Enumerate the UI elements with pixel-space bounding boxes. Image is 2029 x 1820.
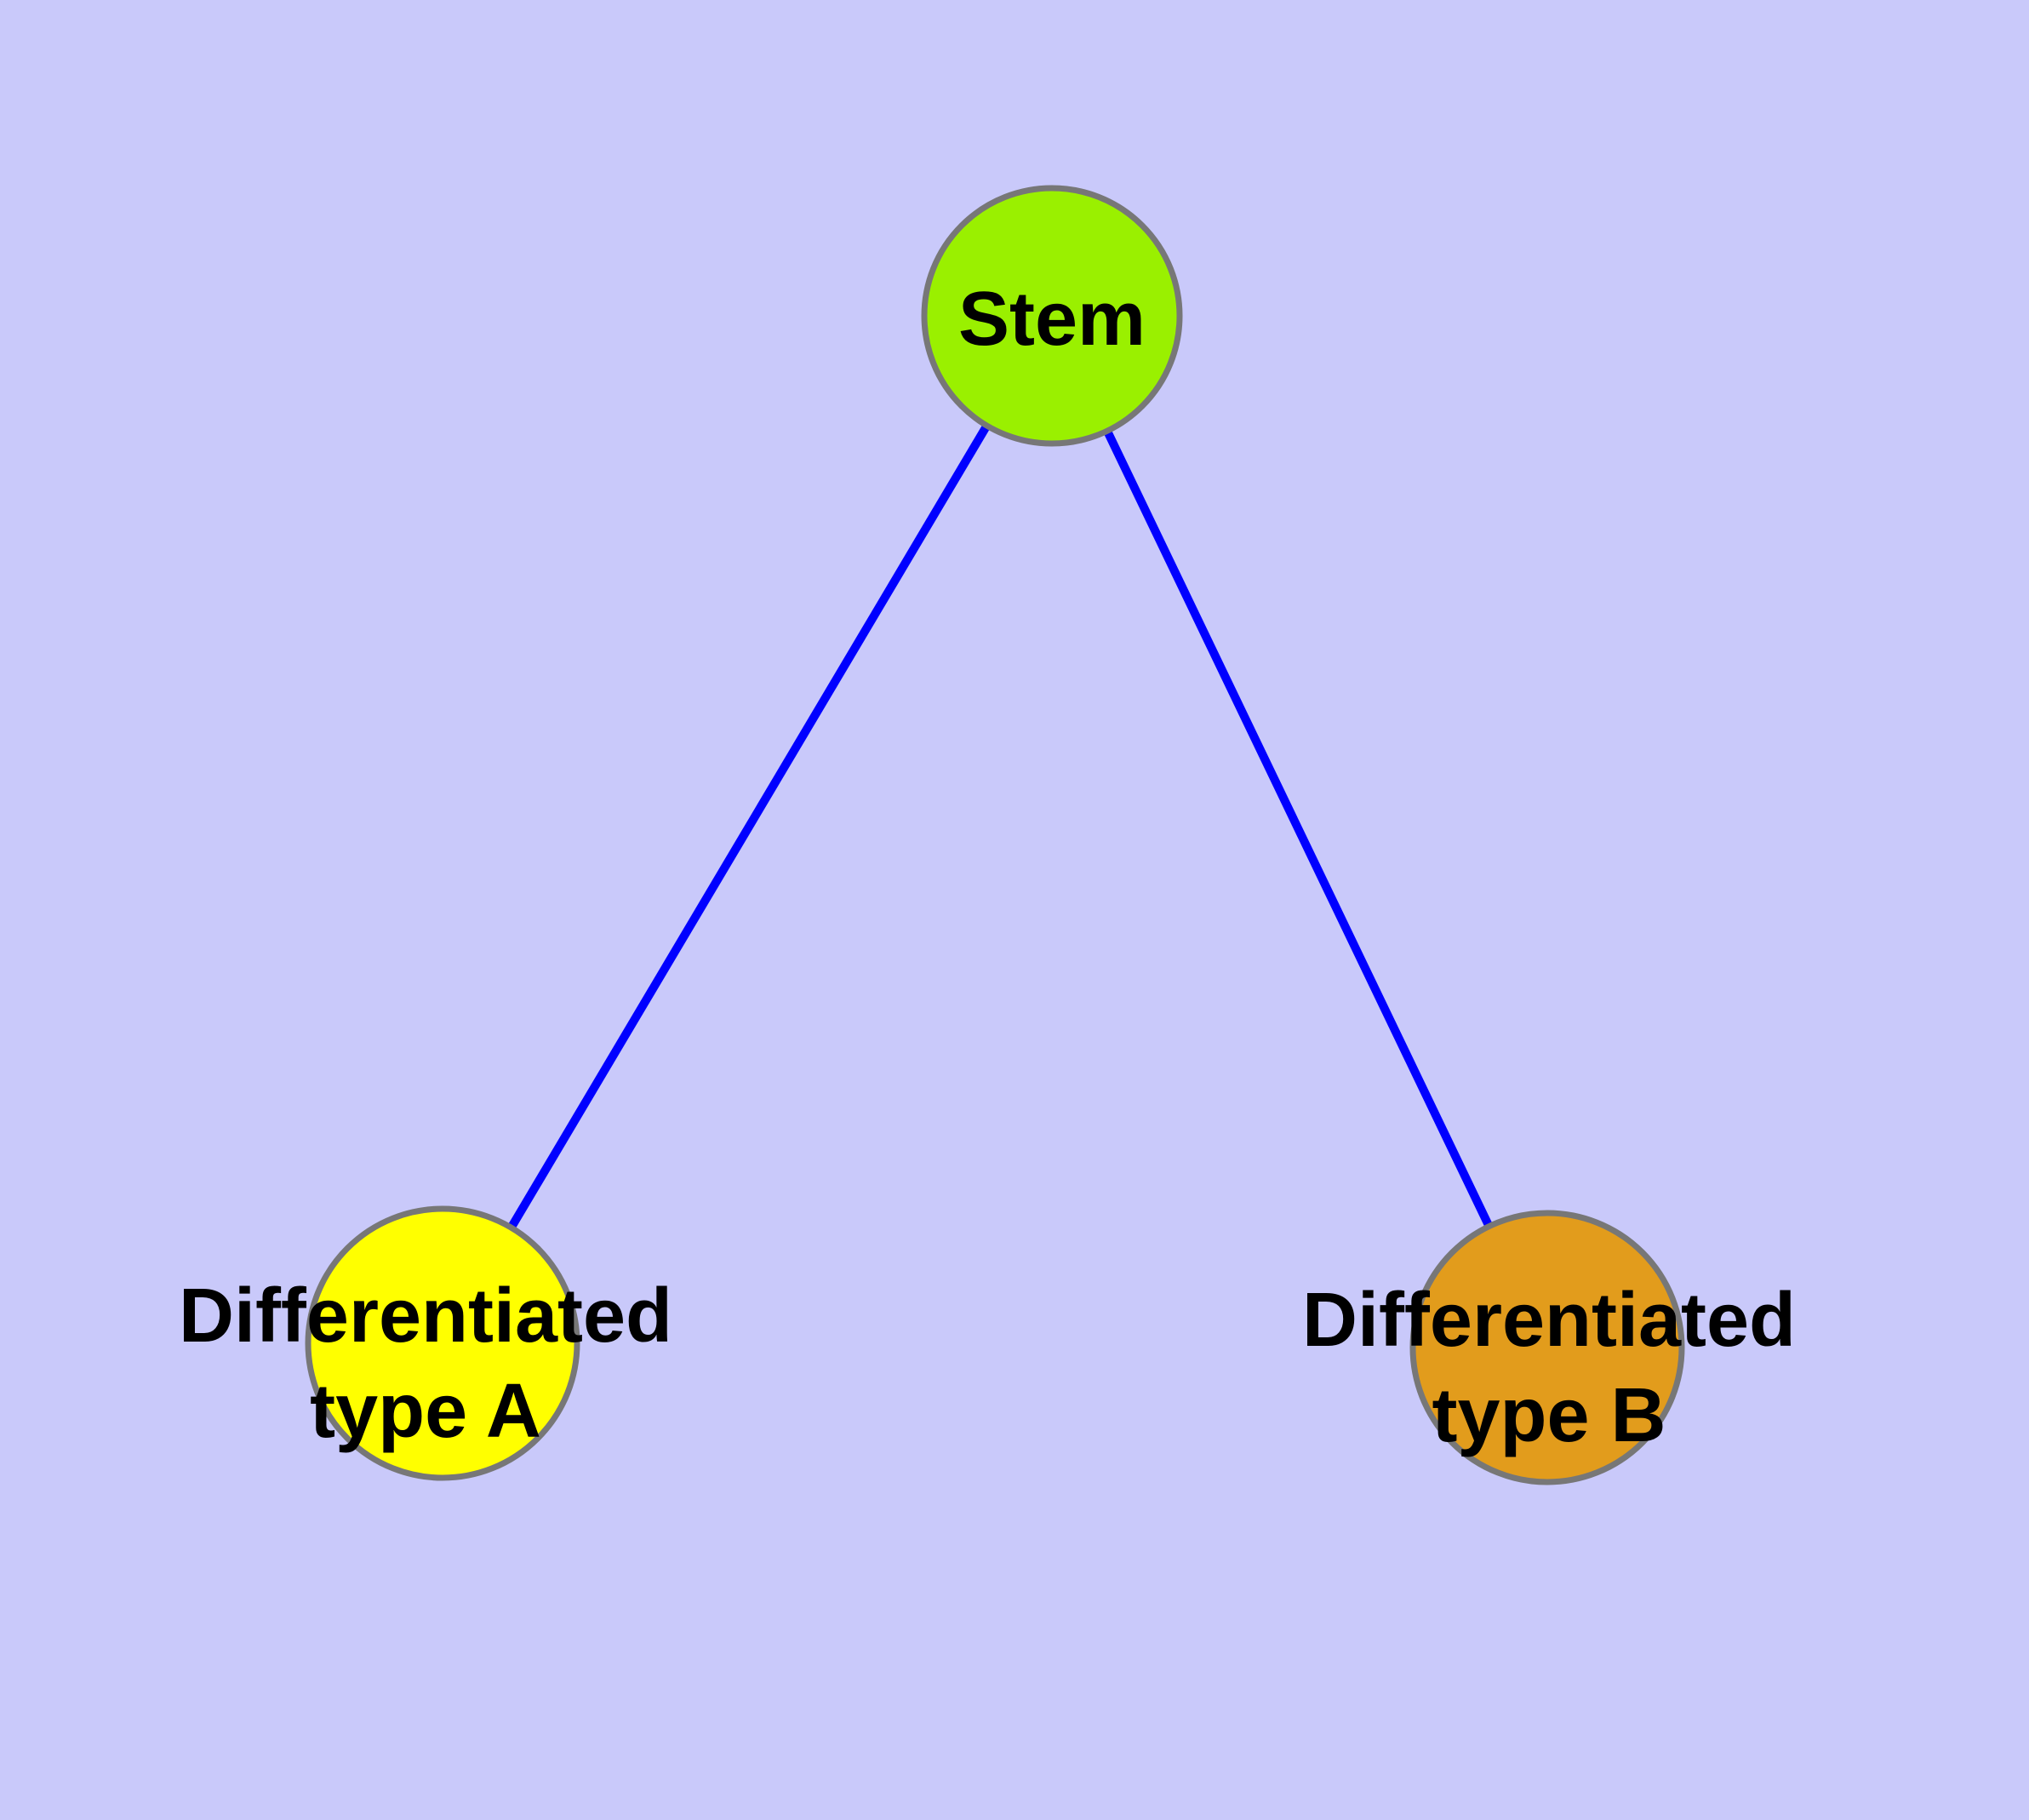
node-type-a-label-line1: Differentiated — [179, 1273, 672, 1359]
edge-stem-to-type-a — [438, 313, 1056, 1346]
node-type-a — [305, 1205, 580, 1481]
node-stem — [921, 185, 1183, 447]
edge-stem-to-type-b — [1048, 313, 1552, 1350]
node-type-a-label-line2: type A — [310, 1369, 541, 1454]
node-type-b-label-line2: type B — [1432, 1373, 1666, 1458]
node-stem-label: Stem — [958, 277, 1146, 362]
node-type-b — [1409, 1210, 1685, 1485]
node-type-b-label-line1: Differentiated — [1302, 1278, 1796, 1363]
